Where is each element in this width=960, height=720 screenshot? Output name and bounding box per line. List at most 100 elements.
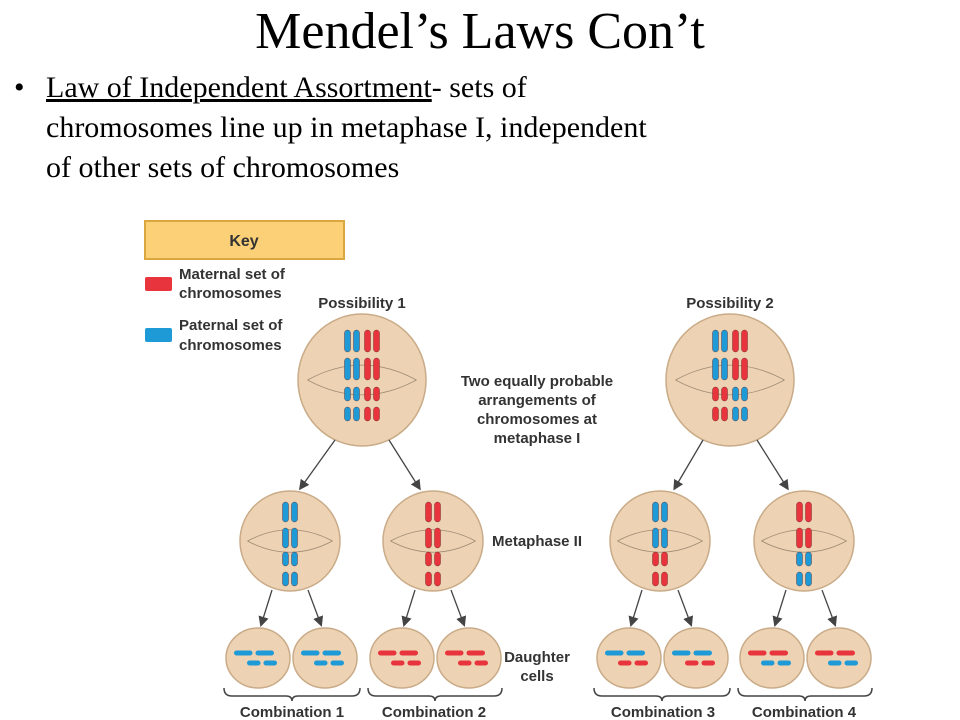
chromosome — [322, 650, 341, 656]
law-term: Law of Independent Assortment — [46, 71, 432, 104]
cell-membrane — [382, 490, 484, 592]
chromosome — [685, 660, 699, 666]
chromosome — [618, 660, 632, 666]
combination-1-label: Combination 1 — [240, 704, 344, 720]
cell-membrane — [292, 627, 358, 689]
center-note-line-2: arrangements of — [478, 392, 597, 409]
spindle-fiber — [247, 540, 333, 553]
chromatid-arm — [434, 501, 441, 523]
chromatid-arm — [712, 357, 719, 381]
daughter-cell — [806, 627, 872, 689]
metaphase-2-cell — [753, 490, 855, 592]
chromosome — [314, 660, 328, 666]
chromatid-arm — [721, 406, 728, 422]
chromosome — [330, 660, 344, 666]
chromosome — [255, 650, 274, 656]
chromosome — [748, 650, 767, 656]
metaphase-2-cell — [382, 490, 484, 592]
daughter-cell — [369, 627, 435, 689]
combination-bracket — [737, 687, 873, 702]
combination-3-label: Combination 3 — [611, 704, 715, 720]
chromatid-arm — [344, 329, 351, 353]
daughter-cell — [739, 627, 805, 689]
cell-membrane — [369, 627, 435, 689]
arrow — [673, 439, 704, 491]
chromatid-arm — [796, 527, 803, 549]
cell-membrane — [297, 313, 427, 447]
daughter-cell — [436, 627, 502, 689]
spindle-fiber — [761, 540, 847, 553]
chromosome — [458, 660, 472, 666]
chromosome — [234, 650, 253, 656]
chromosome — [391, 660, 405, 666]
chromosome — [836, 650, 855, 656]
chromatid-arm — [344, 357, 351, 381]
bullet-line-2: chromosomes line up in metaphase I, inde… — [46, 111, 647, 144]
bullet-marker: • — [14, 71, 25, 104]
center-note-line-3: chromosomes at — [477, 411, 597, 428]
chromosome — [301, 650, 320, 656]
chromosome — [769, 650, 788, 656]
chromatid-arm — [434, 571, 441, 587]
spindle-fiber — [390, 529, 476, 542]
cell-membrane — [436, 627, 502, 689]
spindle-fiber — [675, 364, 785, 381]
daughter-cells-label-line-2: cells — [520, 668, 553, 685]
chromatid-arm — [364, 386, 371, 402]
cell-membrane — [753, 490, 855, 592]
chromatid-arm — [434, 527, 441, 549]
key-box — [144, 220, 345, 260]
chromatid-arm — [661, 527, 668, 549]
chromosome — [844, 660, 858, 666]
chromatid-arm — [796, 501, 803, 523]
chromosome — [815, 650, 834, 656]
spindle-fiber — [617, 540, 703, 553]
chromosome — [605, 650, 624, 656]
maternal-label-line-2: chromosomes — [179, 285, 282, 302]
chromosome — [407, 660, 421, 666]
arrow — [756, 439, 789, 491]
chromatid-arm — [373, 329, 380, 353]
possibility-1-label: Possibility 1 — [318, 295, 406, 312]
spindle-fiber — [307, 364, 417, 381]
chromatid-arm — [282, 571, 289, 587]
possibility-2-label: Possibility 2 — [686, 295, 774, 312]
daughter-cells-label-line-1: Daughter — [504, 649, 570, 666]
chromatid-arm — [282, 551, 289, 567]
chromatid-arm — [732, 329, 739, 353]
daughter-cell — [663, 627, 729, 689]
spindle-fiber — [307, 379, 417, 396]
arrow — [450, 589, 467, 627]
chromatid-arm — [712, 406, 719, 422]
arrow — [628, 589, 643, 627]
cell-membrane — [806, 627, 872, 689]
chromatid-arm — [652, 501, 659, 523]
cell-membrane — [609, 490, 711, 592]
cell-membrane — [665, 313, 795, 447]
cell-membrane — [596, 627, 662, 689]
chromosome — [672, 650, 691, 656]
chromosome — [445, 650, 464, 656]
chromatid-arm — [805, 527, 812, 549]
chromosome — [378, 650, 397, 656]
chromosome — [399, 650, 418, 656]
chromatid-arm — [805, 551, 812, 567]
chromosome — [828, 660, 842, 666]
bullet-text: Law of Independent Assortment- sets of c… — [46, 68, 806, 188]
chromatid-arm — [353, 357, 360, 381]
combination-bracket — [223, 687, 361, 702]
chromosome — [634, 660, 648, 666]
arrow — [772, 589, 787, 627]
arrow — [258, 589, 273, 627]
spindle-fiber — [390, 540, 476, 553]
metaphase-2-cell — [239, 490, 341, 592]
chromatid-arm — [721, 329, 728, 353]
chromatid-arm — [344, 386, 351, 402]
chromatid-arm — [291, 551, 298, 567]
chromatid-arm — [721, 357, 728, 381]
chromatid-arm — [741, 386, 748, 402]
spindle-fiber — [247, 529, 333, 542]
chromatid-arm — [661, 551, 668, 567]
chromatid-arm — [652, 527, 659, 549]
bullet-line-3: of other sets of chromosomes — [46, 151, 400, 184]
